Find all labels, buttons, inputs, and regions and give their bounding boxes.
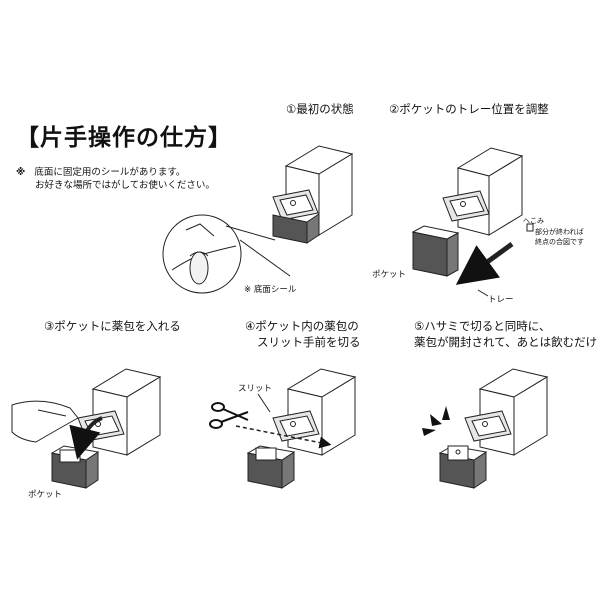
pocket-label-step-3: ポケット — [28, 490, 63, 500]
end-point-label-line-1: 部分が終われば — [535, 228, 584, 236]
note-line-2: お好きな場所ではがしてお使いください。 — [35, 180, 215, 191]
step-4-caption-line-1: ④ポケット内の薬包の — [245, 319, 359, 333]
step-5-dispenser — [438, 368, 549, 489]
dent-label: へこみ — [523, 217, 544, 225]
bottom-seal-zoom — [162, 214, 291, 294]
tray-label: トレー — [488, 295, 514, 305]
step-4-caption-line-2: スリット手前を切る — [257, 335, 361, 349]
scissors-icon — [209, 402, 249, 429]
seal-note: ※ 底面に固定用のシールがあります。 お好きな場所ではがしてお使いください。 — [16, 166, 215, 192]
opening-burst-icon — [422, 406, 450, 436]
step-3-caption: ③ポケットに薬包を入れる — [44, 319, 181, 333]
step-5-caption-line-1: ⑤ハサミで切ると同時に、 — [414, 319, 551, 333]
step-1-dispenser — [272, 145, 354, 244]
step-4-dispenser — [235, 368, 357, 489]
step-5-caption-line-2: 薬包が開封されて、あとは飲むだけ — [414, 335, 598, 349]
step-2-caption: ②ポケットのトレー位置を調整 — [389, 102, 549, 116]
note-line-1: 底面に固定用のシールがあります。 — [34, 167, 186, 178]
slit-label: スリット — [238, 384, 273, 394]
bottom-seal-label: ※ 底面シール — [244, 285, 297, 295]
pocket-label-step-2: ポケット — [372, 270, 407, 280]
end-point-label-line-2: 終点の合図です — [535, 238, 584, 246]
note-mark: ※ — [16, 167, 26, 178]
step-3-dispenser — [11, 368, 162, 489]
step-2-dispenser — [411, 147, 534, 297]
page-title: 【片手操作の仕方】 — [16, 125, 232, 151]
step-1-caption: ①最初の状態 — [286, 102, 354, 116]
